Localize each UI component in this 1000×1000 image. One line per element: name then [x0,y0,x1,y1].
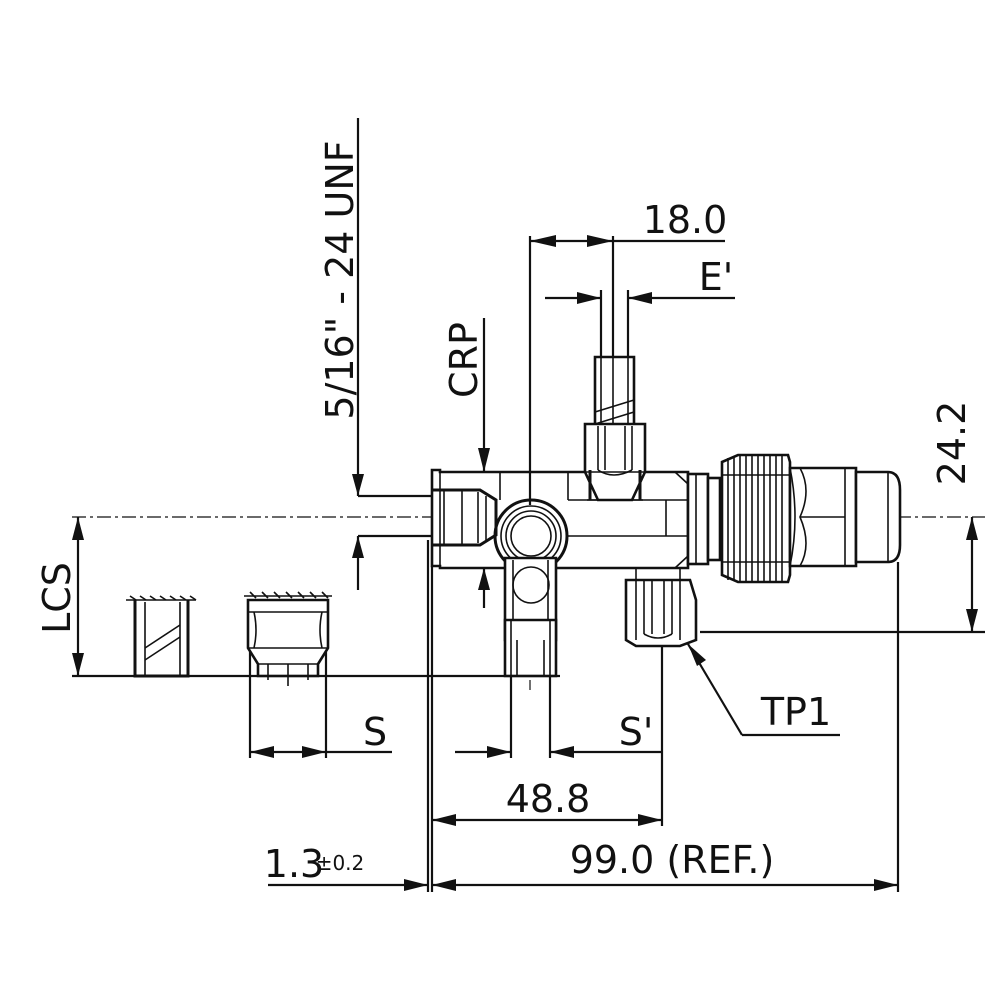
tp1-fitting [624,568,698,648]
dim-s-prime-label: S' [619,710,654,754]
lcs-label: LCS [35,562,79,634]
tp1-label: TP1 [760,690,831,734]
right-cap [720,453,902,584]
dim-1-3-tolerance: ±0.2 [316,851,365,875]
dimension-labels: 5/16" - 24 UNF CRP 18.0 E' 24.2 LCS S S'… [35,140,974,886]
dim-e-prime-label: E' [699,255,733,299]
nut-component [244,591,332,686]
dim-18-label: 18.0 [643,198,728,242]
access-port-top [583,355,647,502]
dimension-lines [72,118,985,892]
sleeve-component [126,595,197,678]
dim-99-label: 99.0 (REF.) [570,838,775,882]
thread-label: 5/16" - 24 UNF [318,140,362,419]
suction-tube [503,556,558,678]
dim-24-label: 24.2 [930,401,974,486]
crp-label: CRP [442,322,486,398]
dim-s-label: S [363,710,387,754]
valve-body [430,468,722,574]
dim-1-3-label: 1.3 [264,842,324,886]
dim-48-label: 48.8 [506,777,591,821]
